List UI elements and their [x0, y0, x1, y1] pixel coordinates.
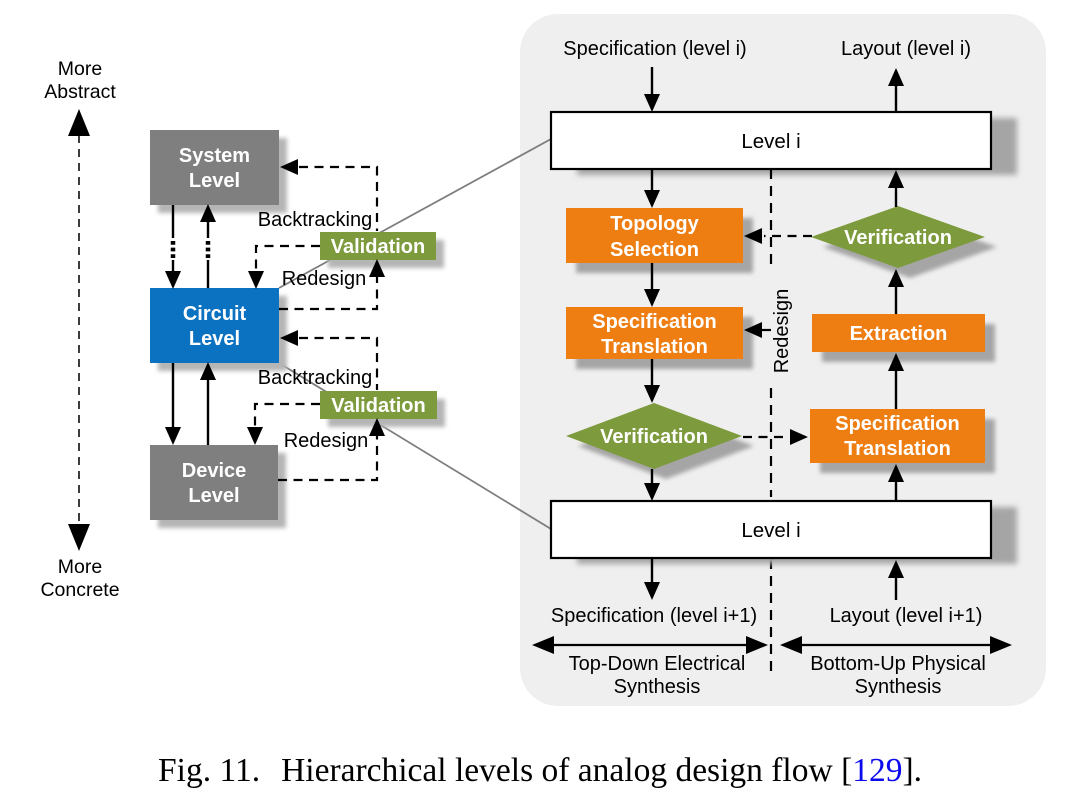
arrow-circuit-to-device: [165, 363, 181, 445]
axis-more-abstract-line2: Abstract: [44, 81, 116, 103]
backtracking-bottom-path: [280, 330, 379, 390]
level-i-bottom-box: [549, 499, 993, 560]
validation-bottom-label: Validation: [331, 395, 425, 417]
device-level-box: [150, 445, 278, 520]
arrow-spectrans-right-to-extraction: [888, 353, 904, 409]
topology-box: [566, 208, 743, 263]
caption-cite-close: ].: [902, 752, 922, 789]
arrow-device-to-circuit: [200, 362, 216, 445]
spectrans-right-box: [810, 409, 985, 463]
circuit-level-label-line2: Level: [189, 328, 240, 350]
extraction-box: [812, 314, 985, 352]
bottom-up-axis-arrow: [780, 636, 1012, 654]
spectrans-left-box: [566, 307, 743, 359]
topdown-label-line1: Top-Down Electrical: [569, 653, 746, 675]
arrow-level-i-bottom-to-spectrans-right: [888, 464, 904, 501]
top-down-axis-arrow: [532, 636, 768, 654]
axis-more-concrete-line1: More: [58, 556, 102, 578]
caption-text: Hierarchical levels of analog design flo…: [281, 752, 833, 789]
backtracking-bottom-label: Backtracking: [258, 367, 373, 389]
topdown-label-line2: Synthesis: [614, 676, 701, 698]
verification-left-diamond: [566, 403, 742, 469]
arrow-layout-next-to-level-i: [888, 560, 904, 600]
arrow-verification-to-level-i: [888, 170, 904, 207]
backtracking-top-path: [280, 159, 379, 231]
bottomup-label-line1: Bottom-Up Physical: [810, 653, 986, 675]
topology-label-line2: Selection: [610, 239, 699, 261]
callout-line-top: [278, 138, 552, 289]
axis-more-abstract-line1: More: [58, 58, 102, 80]
device-level-label-line1: Device: [182, 460, 247, 482]
circuit-level-box: [150, 288, 279, 363]
circuit-level-label-line1: Circuit: [183, 303, 247, 325]
redesign-top-label: Redesign: [282, 268, 367, 290]
arrow-extraction-to-verification: [888, 269, 904, 314]
system-level-label-line1: System: [179, 145, 250, 167]
level-i-top-label: Level i: [741, 130, 800, 153]
arrow-verification-to-spectrans-right: [743, 429, 808, 445]
arrow-spec-into-level-i: [644, 67, 660, 112]
extraction-label: Extraction: [850, 323, 948, 345]
arrow-verification-to-topology: [744, 228, 812, 244]
system-level-box: [150, 130, 279, 205]
verification-right-diamond: [811, 206, 985, 268]
backtracking-top-label: Backtracking: [258, 209, 373, 231]
abstraction-axis-arrow-down: [68, 524, 90, 551]
arrow-topology-to-spectrans: [644, 263, 660, 307]
redesign-bottom-return-path: [278, 418, 385, 482]
axis-more-concrete-line2: Concrete: [40, 579, 119, 601]
verification-right-label: Verification: [844, 227, 952, 249]
level-i-top-box: [549, 110, 993, 171]
caption-cite-open: [: [833, 752, 853, 789]
arrow-redesign-to-spectrans: [744, 322, 771, 338]
arrow-level-i-to-spec-next: [644, 559, 660, 600]
validation-top-box: [320, 232, 436, 260]
arrow-verification-to-level-i-bottom: [644, 469, 660, 501]
redesign-bottom-left-path: [247, 402, 320, 445]
arrow-level-i-to-layout: [888, 68, 904, 112]
validation-top-label: Validation: [331, 236, 425, 258]
device-level-label-line2: Level: [188, 485, 239, 507]
figure-caption: Fig. 11. Hierarchical levels of analog de…: [158, 752, 922, 789]
caption-cite-number: 129: [852, 752, 902, 789]
validation-bottom-box: [320, 391, 437, 419]
redesign-top-left-path: [248, 244, 320, 289]
abstraction-axis-arrow-up: [68, 109, 90, 136]
spec-level-i1-label: Specification (level i+1): [551, 605, 757, 627]
layout-level-i-label: Layout (level i): [841, 38, 971, 60]
topology-label-line1: Topology: [610, 213, 699, 235]
spectrans-right-label-line1: Specification: [835, 413, 959, 435]
bottomup-label-line2: Synthesis: [855, 676, 942, 698]
arrow-circuit-to-system: [200, 204, 216, 288]
arrow-spectrans-to-verification: [644, 359, 660, 403]
callout-line-bottom: [278, 362, 552, 530]
arrow-system-to-circuit: [165, 205, 181, 289]
spectrans-left-label-line1: Specification: [592, 311, 716, 333]
redesign-top-return-path: [279, 259, 385, 311]
redesign-vertical-label: Redesign: [771, 289, 793, 374]
redesign-bottom-label: Redesign: [284, 430, 369, 452]
spectrans-left-label-line2: Translation: [601, 336, 708, 358]
caption-fig-label: Fig. 11.: [158, 752, 260, 789]
spec-level-i-label: Specification (level i): [563, 38, 746, 60]
level-i-bottom-label: Level i: [741, 519, 800, 542]
layout-level-i1-label: Layout (level i+1): [830, 605, 983, 627]
arrow-level-i-to-topology: [644, 169, 660, 208]
spectrans-right-label-line2: Translation: [844, 438, 951, 460]
verification-left-label: Verification: [600, 426, 708, 448]
system-level-label-line2: Level: [189, 170, 240, 192]
